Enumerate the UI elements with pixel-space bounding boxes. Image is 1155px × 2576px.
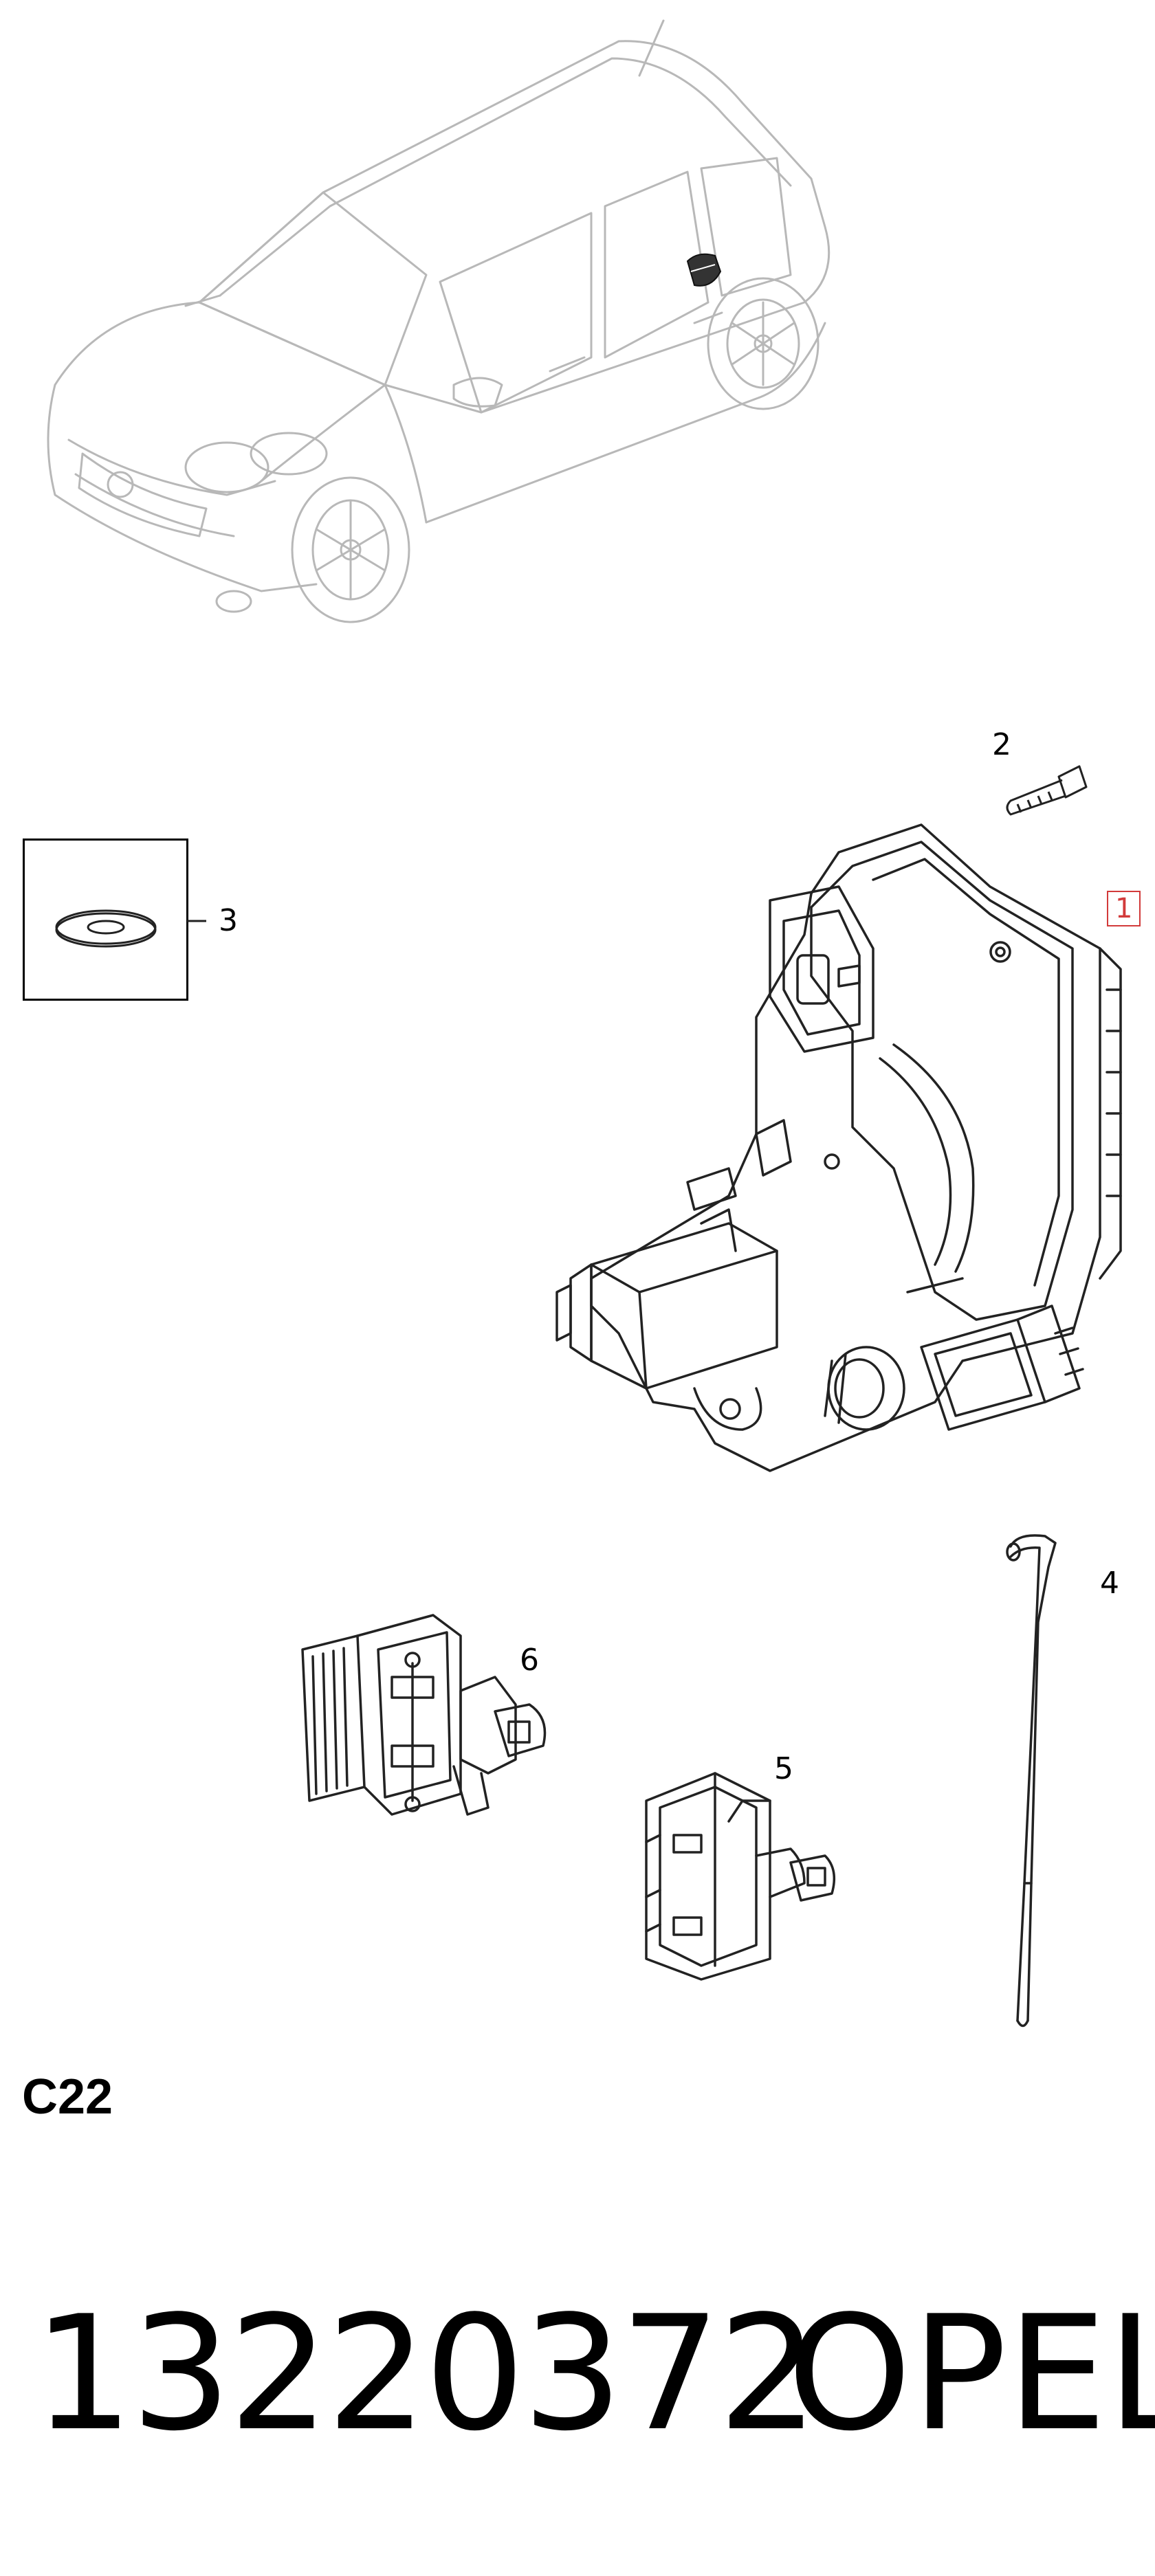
callout-6: 6 bbox=[520, 1643, 539, 1678]
callout-2: 2 bbox=[992, 727, 1011, 762]
callout-5: 5 bbox=[774, 1751, 793, 1786]
section-code: C22 bbox=[22, 2069, 113, 2124]
connector-housing bbox=[645, 1772, 836, 1981]
part-number: 13220372 bbox=[33, 2283, 819, 2466]
lock-rod bbox=[1006, 1534, 1057, 2028]
callout-4: 4 bbox=[1100, 1566, 1119, 1601]
callout-leader-3 bbox=[187, 920, 206, 922]
brand-name: OPEL bbox=[787, 2283, 1155, 2466]
connector-clip bbox=[301, 1614, 547, 1816]
callout-3: 3 bbox=[219, 903, 238, 938]
screw bbox=[1006, 765, 1088, 816]
callout-1: 1 bbox=[1107, 891, 1141, 926]
door-lock-actuator bbox=[556, 823, 1122, 1472]
car-illustration bbox=[47, 19, 830, 623]
washer bbox=[55, 909, 157, 948]
washer-inset-box bbox=[23, 839, 188, 1001]
